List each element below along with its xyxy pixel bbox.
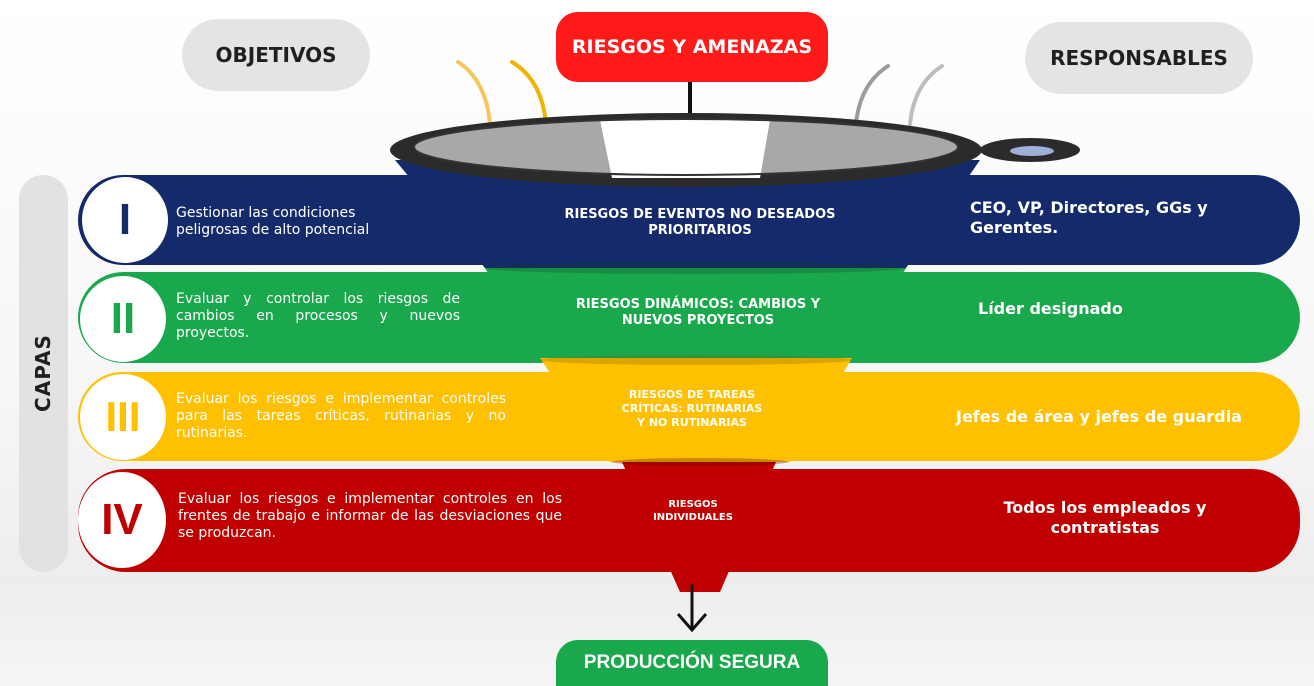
layer-number-1-text: I [118,195,132,244]
funnel-section-4 [622,462,776,592]
responsible-1: CEO, VP, Directores, GGs y Gerentes. [970,198,1208,237]
produccion-segura-text: PRODUCCIÓN SEGURA [583,652,801,673]
steam-line-4 [908,64,944,126]
risk-label-4: RIESGOS INDIVIDUALES [653,499,733,523]
funnel-section-3 [540,358,852,462]
riesgos-amenazas-text: RIESGOS Y AMENAZAS [571,36,813,58]
riesgos-amenazas-header: RIESGOS Y AMENAZAS [556,12,828,82]
steam-line-2 [510,60,548,126]
responsables-header: RESPONSABLES [1025,22,1253,94]
objective-4: Evaluar los riesgos e implementar contro… [178,491,562,541]
risk-label-1: RIESGOS DE EVENTOS NO DESEADOS PRIORITAR… [564,207,836,238]
layer-number-2: II [80,276,166,362]
steam-line-1 [456,60,492,126]
layer-number-1: I [82,177,168,263]
steam-line-3 [854,64,890,126]
layer-number-3-text: III [105,393,141,440]
objetivos-header-text: OBJETIVOS [215,43,337,67]
responsible-4: Todos los empleados y contratistas [1003,498,1207,537]
objetivos-header: OBJETIVOS [182,19,370,91]
capas-sidebar [19,175,68,572]
responsables-header-text: RESPONSABLES [1050,46,1228,70]
layer-number-3: III [80,374,166,460]
layer-number-4: IV [78,472,166,568]
risk-label-2: RIESGOS DINÁMICOS: CAMBIOS Y NUEVOS PROY… [575,297,821,328]
responsible-3: Jefes de área y jefes de guardia [956,407,1242,426]
objective-1: Gestionar las condiciones peligrosas de … [176,205,370,238]
funnel-section-1 [395,160,980,268]
layer-number-2-text: II [110,294,136,343]
produccion-segura-badge: PRODUCCIÓN SEGURA [556,640,828,686]
risk-label-3: RIESGOS DE TAREAS CRÍTICAS: RUTINARIAS Y… [621,388,763,429]
layer-number-4-text: IV [101,495,143,544]
funnel-section-2 [485,268,906,360]
objective-2: Evaluar y controlar los riesgos de cambi… [176,291,460,341]
responsible-2: Líder designado [978,299,1123,318]
objective-3: Evaluar los riesgos e implementar contro… [176,391,506,441]
